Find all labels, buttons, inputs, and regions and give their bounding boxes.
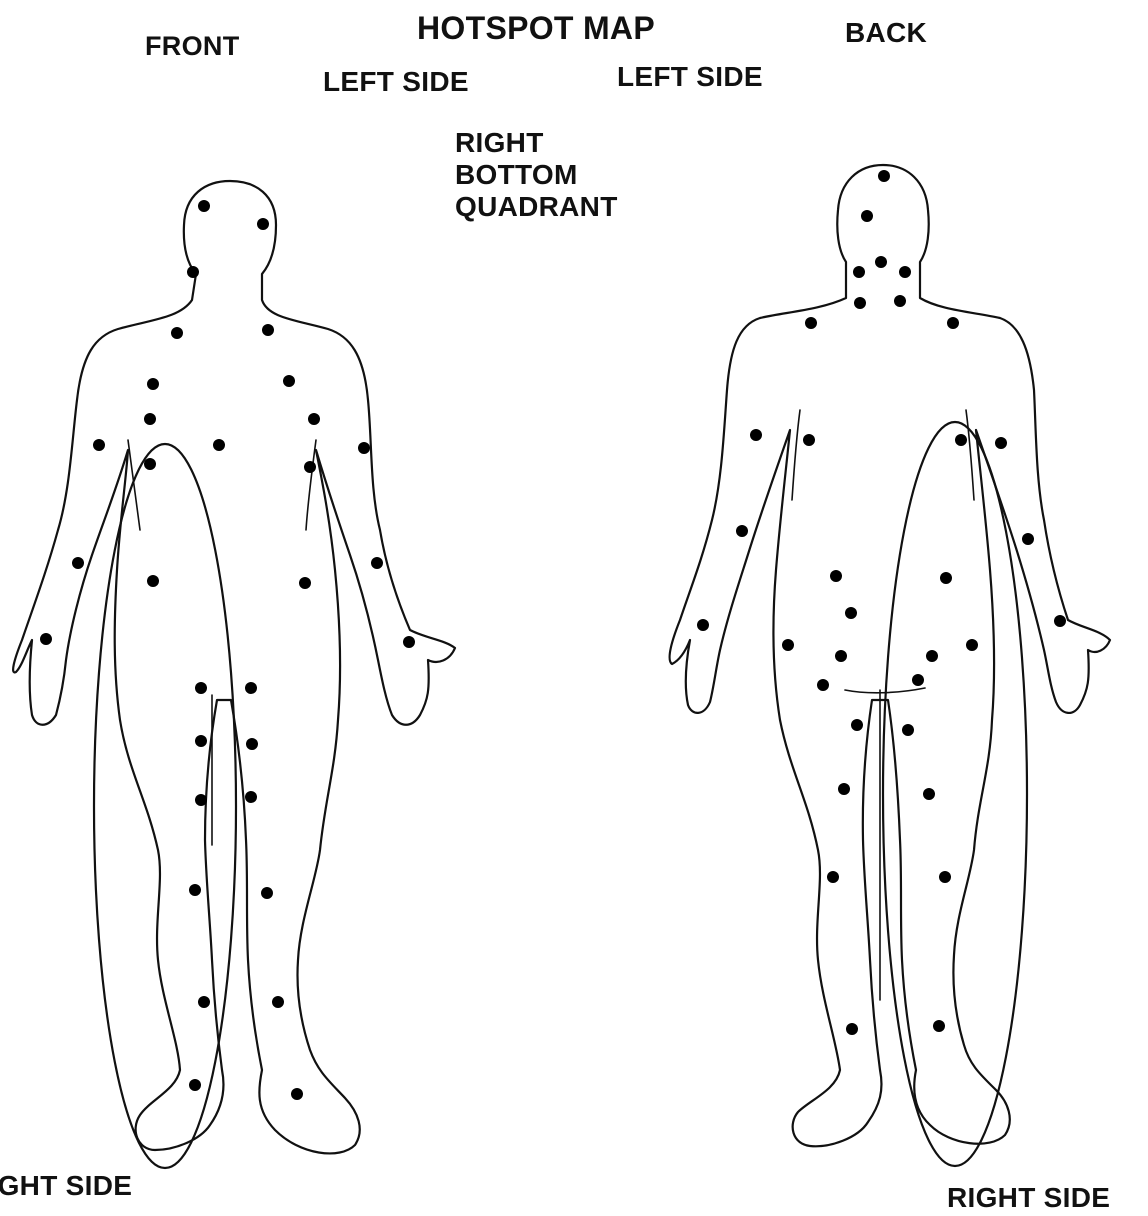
hotspot-dot xyxy=(147,378,159,390)
hotspot-dot xyxy=(894,295,906,307)
hotspot-dot xyxy=(966,639,978,651)
hotspot-dot xyxy=(803,434,815,446)
hotspot-dot xyxy=(198,996,210,1008)
hotspot-dot xyxy=(246,738,258,750)
hotspot-dot xyxy=(371,557,383,569)
hotspot-dot xyxy=(213,439,225,451)
hotspot-dot xyxy=(805,317,817,329)
hotspot-dot xyxy=(40,633,52,645)
hotspot-dot xyxy=(838,783,850,795)
hotspot-dot xyxy=(947,317,959,329)
hotspot-dot xyxy=(697,619,709,631)
front-right-side-highlight-ellipse xyxy=(94,444,236,1168)
hotspot-dot xyxy=(195,794,207,806)
hotspot-dot xyxy=(272,996,284,1008)
hotspot-dot xyxy=(304,461,316,473)
hotspot-dot xyxy=(923,788,935,800)
hotspot-dot xyxy=(875,256,887,268)
hotspot-dot xyxy=(827,871,839,883)
hotspot-dot xyxy=(189,884,201,896)
hotspot-dot xyxy=(195,682,207,694)
back-arm-inner-line-right xyxy=(966,410,974,500)
front-arm-inner-line-left xyxy=(128,440,140,530)
hotspot-dot xyxy=(187,266,199,278)
hotspot-dot xyxy=(245,682,257,694)
hotspot-dot xyxy=(283,375,295,387)
hotspot-dot xyxy=(358,442,370,454)
hotspot-dot xyxy=(939,871,951,883)
hotspot-dot xyxy=(147,575,159,587)
hotspot-dot xyxy=(189,1079,201,1091)
front-arm-inner-line-right xyxy=(306,440,316,530)
hotspot-dot xyxy=(835,650,847,662)
hotspot-dot xyxy=(995,437,1007,449)
hotspot-dot xyxy=(830,570,842,582)
hotspot-dot xyxy=(933,1020,945,1032)
front-body-outline xyxy=(13,181,455,1153)
hotspot-dot xyxy=(195,735,207,747)
hotspot-dot xyxy=(1054,615,1066,627)
hotspot-dot xyxy=(403,636,415,648)
hotspot-dot xyxy=(736,525,748,537)
hotspot-dot xyxy=(845,607,857,619)
hotspot-dot xyxy=(291,1088,303,1100)
hotspot-dot xyxy=(198,200,210,212)
hotspot-dot xyxy=(144,413,156,425)
back-arm-inner-line-left xyxy=(792,410,800,500)
hotspot-dot xyxy=(1022,533,1034,545)
hotspot-dot xyxy=(926,650,938,662)
back-right-side-highlight-ellipse xyxy=(883,422,1027,1166)
hotspot-dot xyxy=(912,674,924,686)
hotspot-dot xyxy=(261,887,273,899)
hotspot-dot xyxy=(750,429,762,441)
hotspot-dot xyxy=(899,266,911,278)
hotspot-dot xyxy=(955,434,967,446)
hotspot-dot xyxy=(308,413,320,425)
hotspot-dot xyxy=(299,577,311,589)
hotspot-dot xyxy=(245,791,257,803)
hotspot-dot xyxy=(902,724,914,736)
hotspot-dot xyxy=(817,679,829,691)
hotspot-dot xyxy=(846,1023,858,1035)
hotspot-dot xyxy=(853,266,865,278)
hotspot-dot xyxy=(72,557,84,569)
hotspot-dot xyxy=(144,458,156,470)
back-body-outline xyxy=(670,165,1110,1146)
hotspot-dot xyxy=(93,439,105,451)
hotspot-dot xyxy=(854,297,866,309)
hotspot-dot xyxy=(878,170,890,182)
hotspot-dot xyxy=(940,572,952,584)
hotspot-dot xyxy=(257,218,269,230)
hotspot-dot xyxy=(171,327,183,339)
hotspot-dot xyxy=(262,324,274,336)
hotspot-dot xyxy=(861,210,873,222)
hotspot-dot xyxy=(851,719,863,731)
hotspot-dot xyxy=(782,639,794,651)
